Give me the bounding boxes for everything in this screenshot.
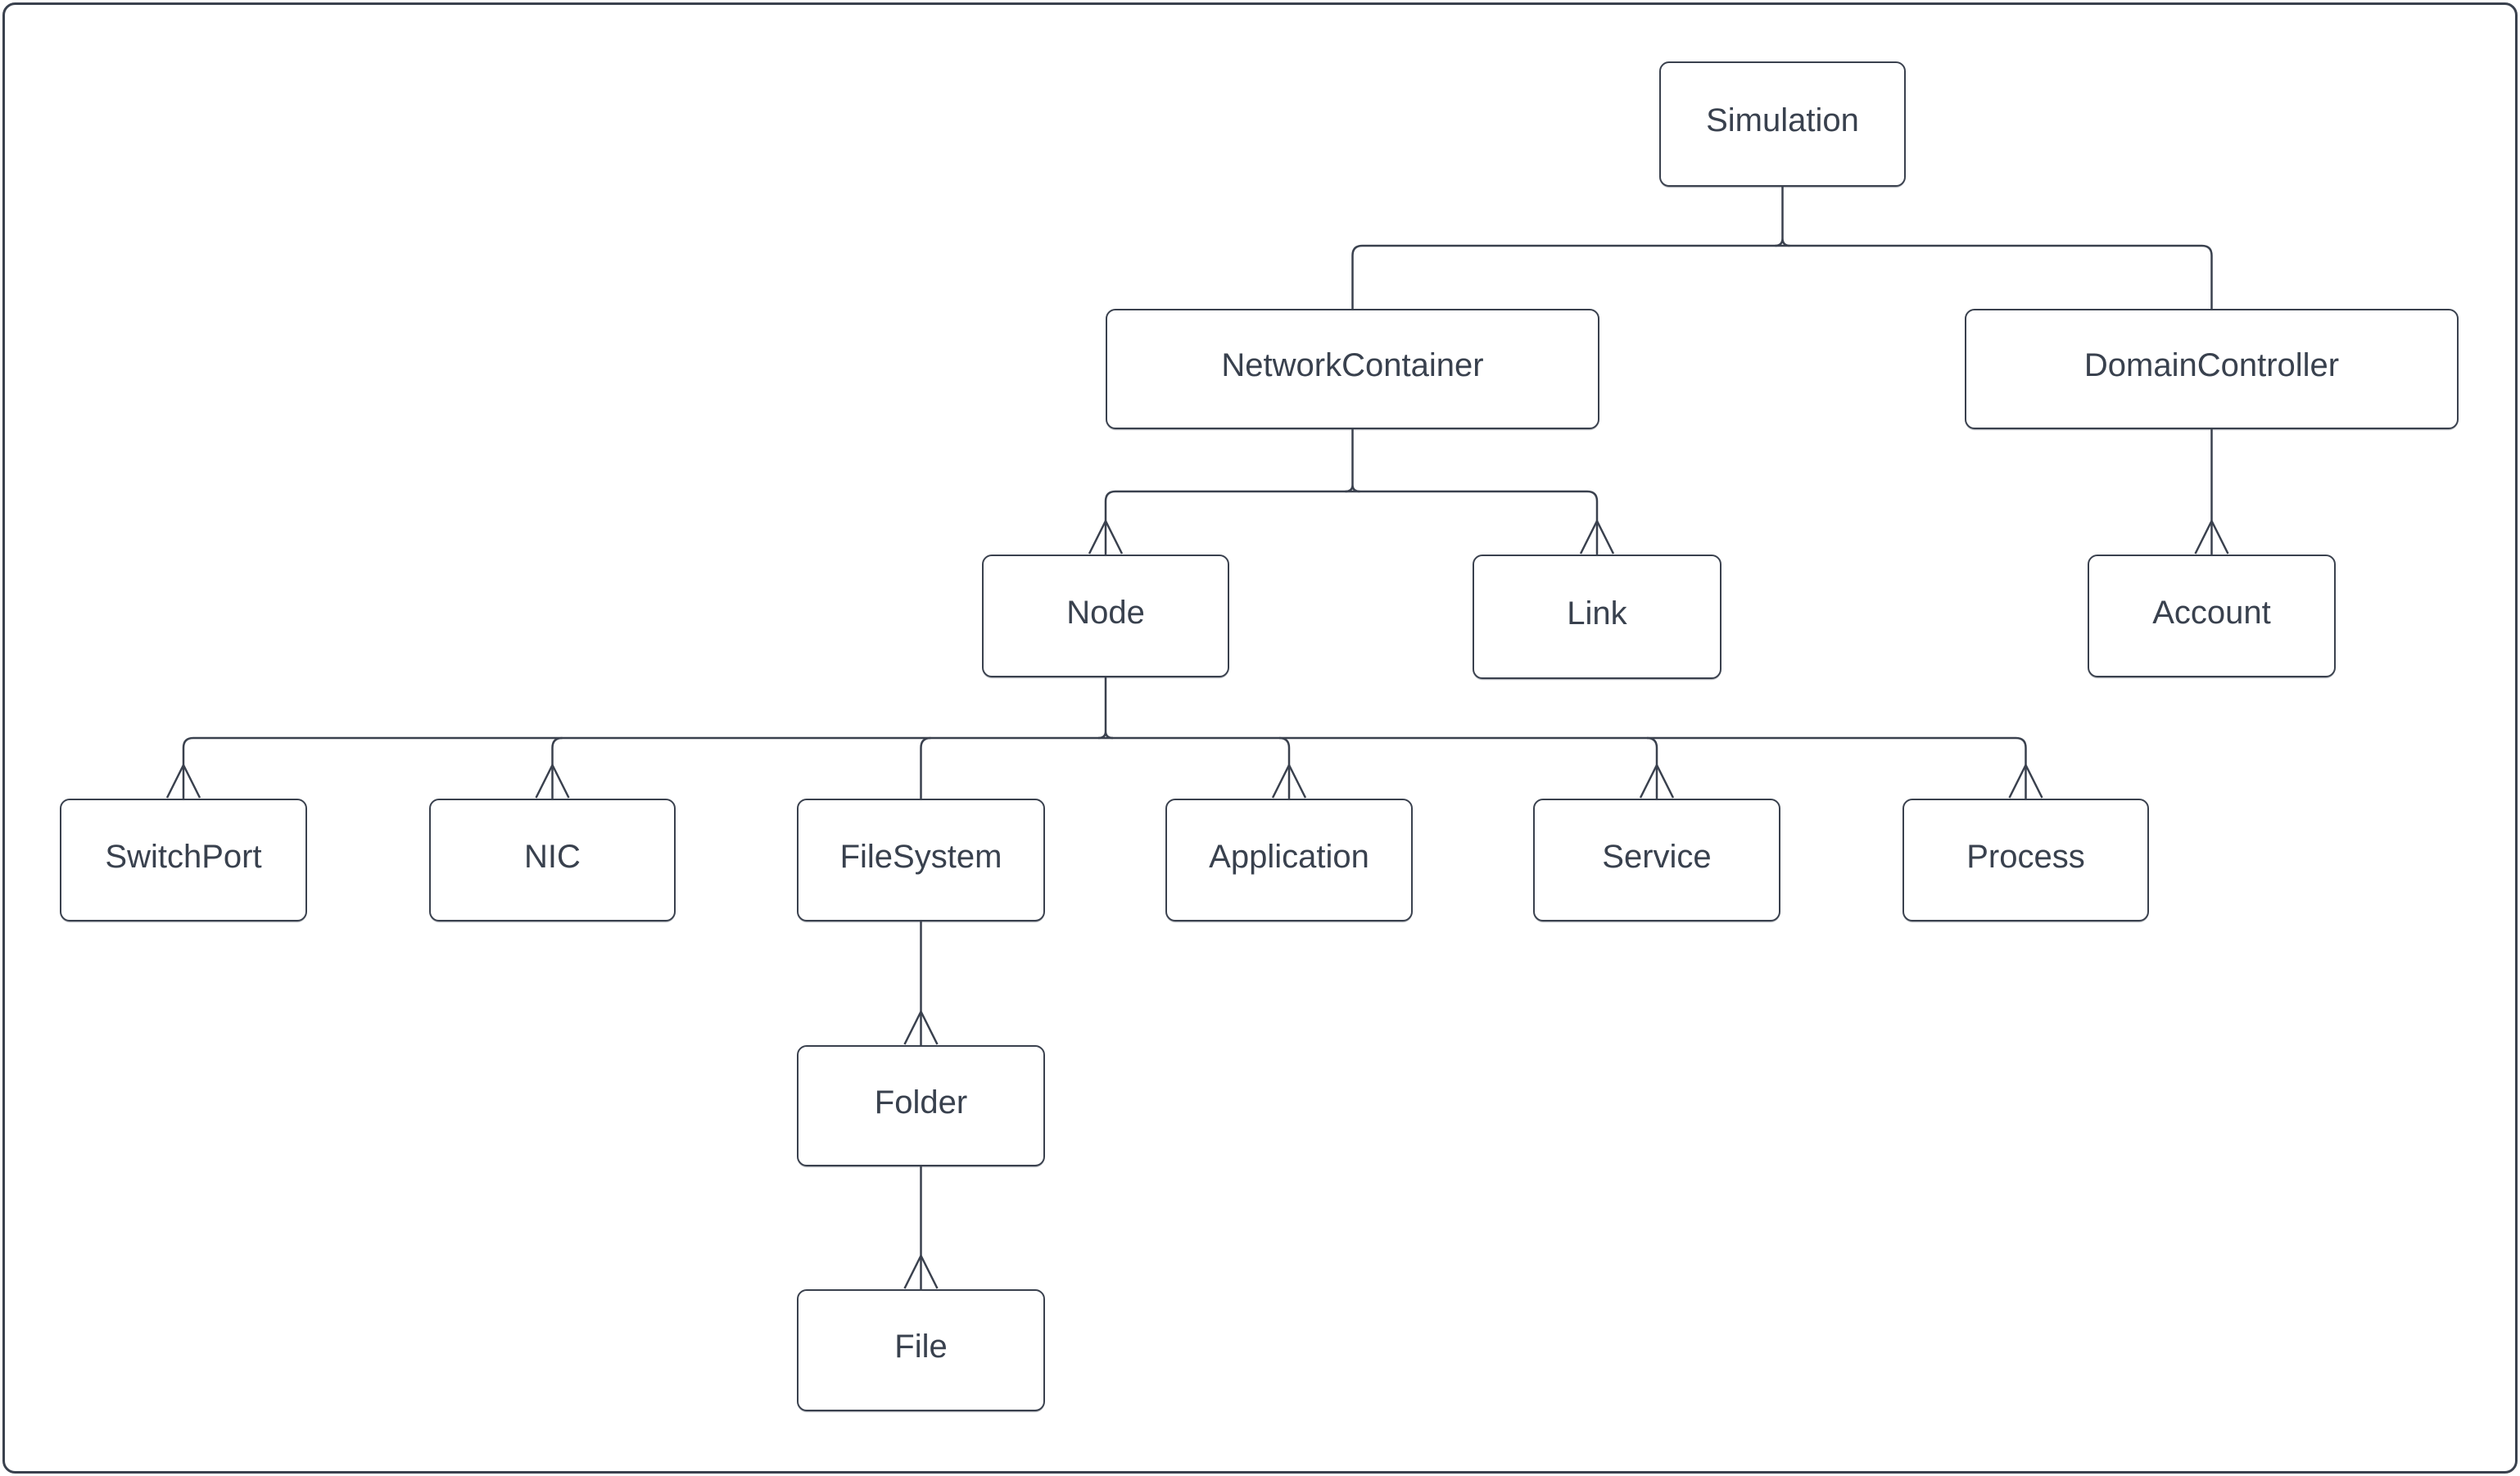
- node-service: Service: [1533, 799, 1780, 921]
- node-process: Process: [1902, 799, 2149, 921]
- node-switchport: SwitchPort: [60, 799, 307, 921]
- node-application: Application: [1165, 799, 1413, 921]
- node-simulation-label: Simulation: [1706, 102, 1859, 138]
- node-folder-label: Folder: [874, 1084, 968, 1121]
- edge-simulation-bus: [1351, 244, 2213, 309]
- edge-networkcontainer-bus: [1104, 490, 1599, 555]
- node-domain-controller-label: DomainController: [2083, 347, 2340, 383]
- node-process-label: Process: [1966, 838, 2085, 875]
- node-folder: Folder: [797, 1045, 1045, 1166]
- arrowhead-link-icon: [1579, 518, 1615, 555]
- arrowhead-nic-icon: [535, 763, 570, 799]
- arrowhead-folder-icon: [903, 1009, 939, 1045]
- node-domain-controller: DomainController: [1965, 309, 2459, 429]
- edge-drop-application: [1278, 736, 1291, 799]
- edge-drop-filesystem: [920, 736, 931, 799]
- node-account-label: Account: [2152, 594, 2271, 631]
- node-filesystem: FileSystem: [797, 799, 1045, 921]
- arrowhead-file-icon: [903, 1253, 939, 1289]
- arrowhead-application-icon: [1271, 763, 1307, 799]
- edge-networkcontainer-trunk: [1345, 429, 1360, 493]
- node-filesystem-label: FileSystem: [839, 838, 1002, 875]
- node-file: File: [797, 1289, 1045, 1411]
- node-application-label: Application: [1209, 838, 1369, 875]
- node-file-label: File: [894, 1329, 948, 1365]
- edge-drop-service: [1646, 736, 1658, 799]
- node-nic-label: NIC: [524, 838, 581, 875]
- arrowhead-process-icon: [2008, 763, 2043, 799]
- edge-node-bus: [182, 736, 2027, 799]
- node-link: Link: [1473, 555, 1721, 679]
- node-account: Account: [2088, 555, 2336, 677]
- node-link-label: Link: [1567, 595, 1627, 632]
- edge-node-trunk: [1097, 677, 1114, 740]
- node-node: Node: [982, 555, 1229, 677]
- node-network-container: NetworkContainer: [1106, 309, 1599, 429]
- edge-simulation-trunk: [1775, 187, 1790, 247]
- node-nic: NIC: [429, 799, 676, 921]
- node-service-label: Service: [1602, 838, 1712, 875]
- arrowhead-node-icon: [1088, 518, 1124, 555]
- node-simulation: Simulation: [1659, 61, 1906, 187]
- arrowhead-account-icon: [2194, 518, 2229, 555]
- node-switchport-label: SwitchPort: [105, 838, 262, 875]
- node-network-container-label: NetworkContainer: [1221, 347, 1484, 383]
- node-node-label: Node: [1066, 594, 1145, 631]
- edge-drop-nic: [551, 736, 563, 799]
- arrowhead-service-icon: [1639, 763, 1675, 799]
- arrowhead-switchport-icon: [165, 763, 201, 799]
